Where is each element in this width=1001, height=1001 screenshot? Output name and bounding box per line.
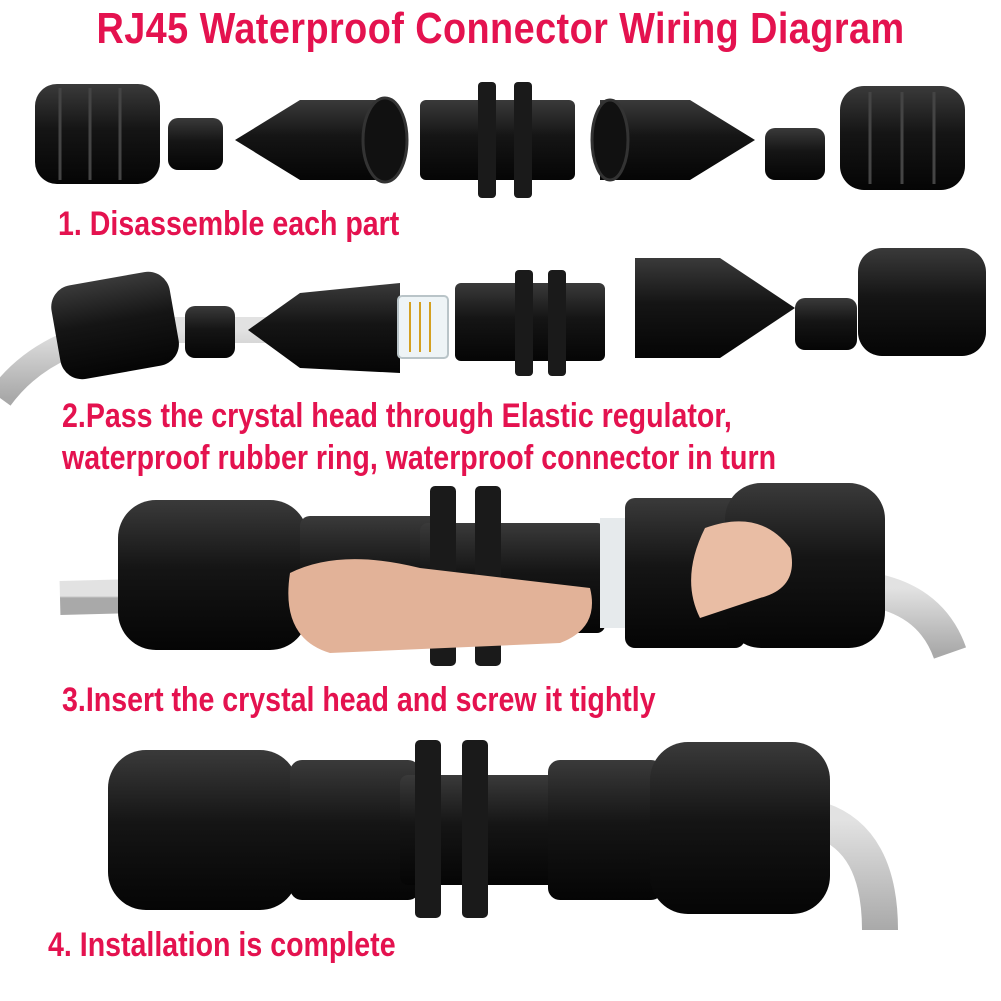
rubber-ring-icon	[168, 118, 223, 170]
hand-icon	[288, 559, 592, 653]
gland-body-icon	[548, 760, 663, 900]
step1-caption: 1. Disassemble each part	[58, 205, 400, 243]
nut-cap-icon	[840, 86, 965, 190]
nut-cap-icon	[35, 84, 160, 184]
rj45-plug-icon	[397, 295, 449, 359]
cable-icon	[813, 802, 898, 930]
nut-cap-icon	[108, 750, 298, 910]
step2-caption-line1: 2.Pass the crystal head through Elastic …	[62, 397, 732, 435]
step3-insert-illustration	[59, 483, 967, 666]
hand-icon	[691, 521, 792, 618]
step4-caption: 4. Installation is complete	[48, 926, 396, 964]
rubber-ring-icon	[185, 306, 235, 358]
gland-body-icon	[635, 258, 795, 358]
step4-complete-illustration	[0, 740, 898, 930]
step3-caption: 3.Insert the crystal head and screw it t…	[62, 681, 656, 719]
diagram-title: RJ45 Waterproof Connector Wiring Diagram	[96, 4, 905, 53]
step2-threading-illustration	[0, 248, 986, 406]
step1-parts-illustration	[35, 82, 965, 198]
nut-cap-icon	[118, 500, 308, 650]
nut-cap-icon	[858, 248, 986, 356]
nut-cap-icon	[51, 271, 179, 380]
bulkhead-icon	[455, 270, 605, 376]
gland-body-icon	[290, 760, 420, 900]
bulkhead-icon	[400, 740, 570, 918]
gland-body-icon	[248, 283, 400, 373]
nut-cap-icon	[725, 483, 885, 648]
nut-cap-icon	[650, 742, 830, 914]
step2-caption-line2: waterproof rubber ring, waterproof conne…	[62, 439, 777, 477]
gland-body-icon	[590, 98, 755, 182]
bulkhead-icon	[420, 82, 575, 198]
rubber-ring-icon	[765, 128, 825, 180]
rubber-ring-icon	[795, 298, 857, 350]
gland-body-icon	[235, 96, 409, 184]
